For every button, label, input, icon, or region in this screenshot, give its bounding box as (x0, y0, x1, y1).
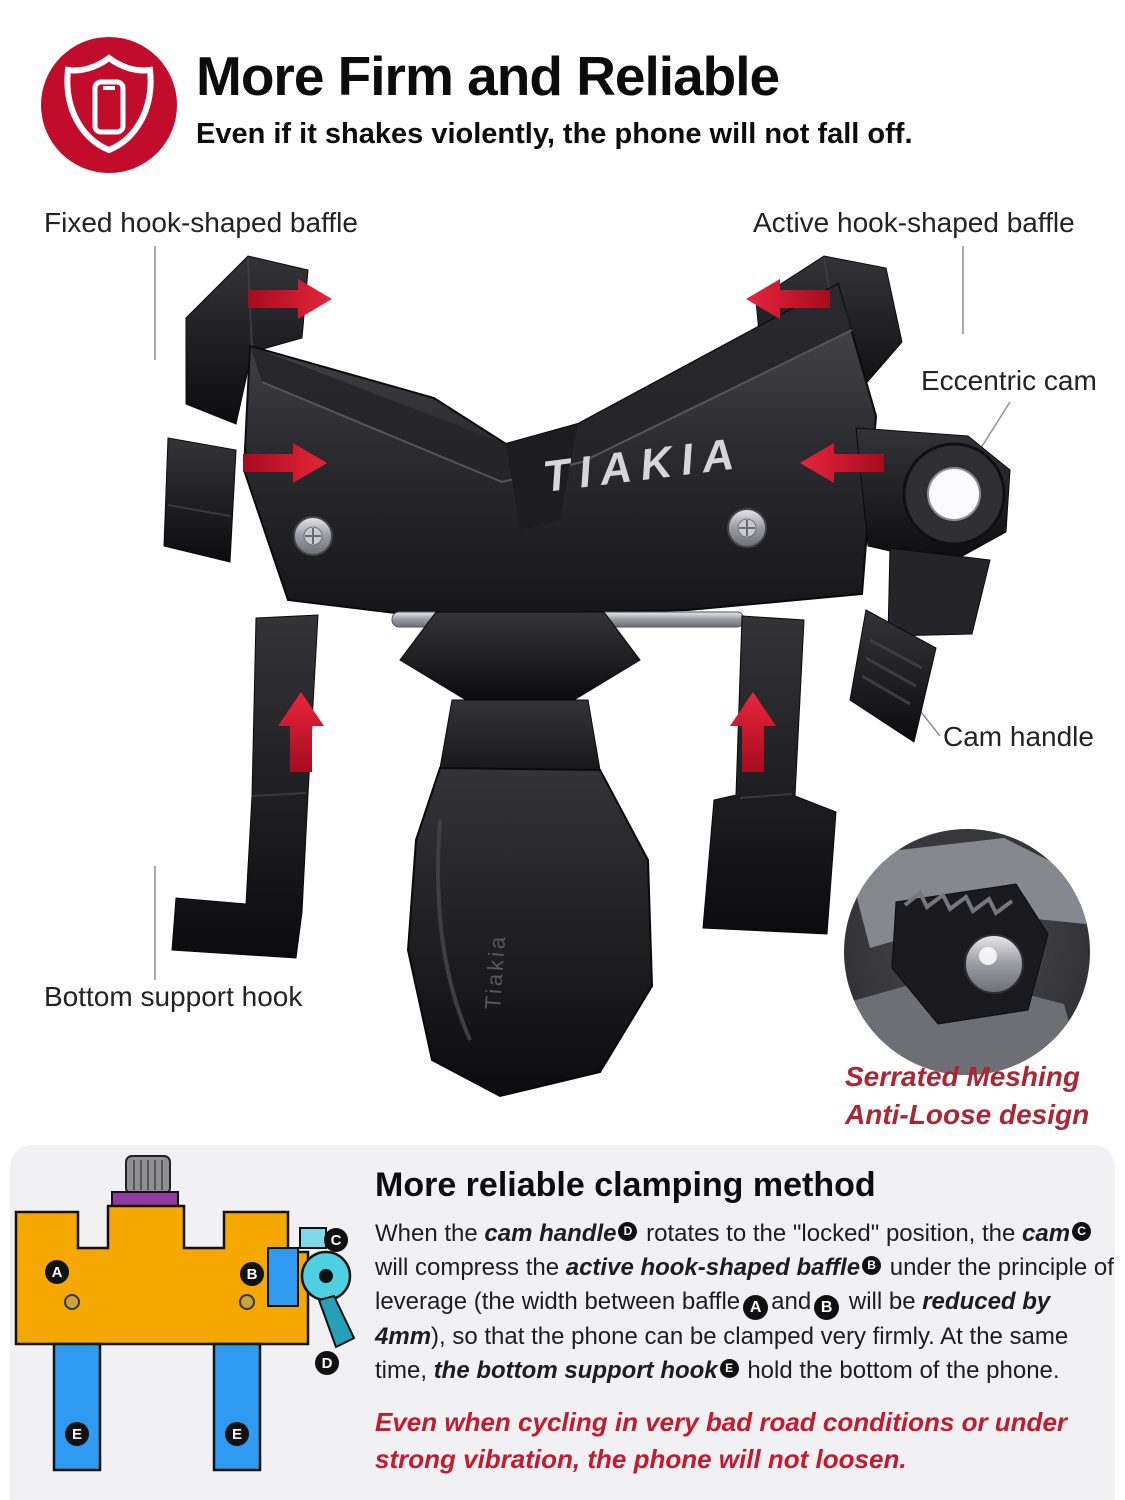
paragraph-text: will compress the (375, 1254, 566, 1281)
diagram-yellow-body (14, 1204, 310, 1346)
paragraph-text: active hook-shaped baffle (565, 1254, 861, 1281)
diagram-letter-badges: A B C D E E (45, 1228, 348, 1446)
diagram-label-e: E (72, 1426, 82, 1443)
clamping-diagram: A B C D E E (14, 1155, 356, 1472)
paragraph-text: the bottom support hook (433, 1357, 718, 1384)
pressure-arrows (243, 279, 884, 772)
serrated-inset-photo (844, 829, 1090, 1075)
arrow-right-icon (248, 279, 332, 319)
main-plate: Tiakia (242, 282, 878, 618)
diagram-label-e: E (232, 1426, 242, 1443)
diagram-cam-top (299, 1227, 327, 1249)
bottom-hook-right (702, 615, 837, 935)
diagram-label-b: B (247, 1266, 258, 1283)
paragraph-text: cam (1022, 1220, 1071, 1247)
paragraph-text: and (771, 1288, 812, 1315)
callout-fixed-baffle: Fixed hook-shaped baffle (44, 207, 358, 238)
diagram-blue-insert (267, 1247, 299, 1307)
bar-clamp: Tiakia (399, 611, 654, 1098)
arrow-up-icon (278, 692, 324, 772)
clamping-section: More reliable clamping method When the c… (375, 1166, 1117, 1478)
inset-caption-line1: Serrated Meshing (845, 1061, 1080, 1092)
screw-icon (293, 516, 333, 556)
diagram-support-legs (52, 1342, 262, 1472)
letter-badge: B (862, 1256, 882, 1275)
cam-handle-part (849, 609, 937, 743)
letter-badge: C (1072, 1222, 1092, 1241)
bottom-hook-left (171, 614, 319, 959)
letter-badge: A (743, 1295, 769, 1320)
paragraph-text: rotates to the "locked" position, the (639, 1220, 1023, 1247)
inset-caption: Serrated Meshing Anti-Loose design (845, 1058, 1089, 1134)
page-title: More Firm and Reliable (196, 45, 780, 107)
product-illustration: Tiakia Tiakia (154, 246, 1090, 1098)
inset-caption-line2: Anti-Loose design (845, 1099, 1090, 1130)
shield-phone-icon (41, 37, 177, 173)
callout-eccentric-cam: Eccentric cam (921, 365, 1097, 396)
phone-icon (92, 79, 126, 135)
header: More Firm and Reliable Even if it shakes… (196, 44, 913, 151)
brand-logo-vertical: Tiakia (480, 933, 510, 1010)
letter-badge: E (719, 1359, 739, 1378)
arrow-right-icon (243, 443, 327, 483)
paragraph-text: reduced by 4mm (375, 1288, 1051, 1350)
page-subtitle: Even if it shakes violently, the phone w… (196, 118, 913, 150)
warning-text: Even when cycling in very bad road condi… (375, 1407, 1068, 1474)
paragraph-text: When the (375, 1220, 485, 1247)
paragraph-text: under the principle of leverage (the wid… (375, 1254, 1114, 1315)
screw-icon (727, 508, 767, 548)
callout-bottom-hook: Bottom support hook (44, 981, 303, 1012)
diagram-label-a: A (52, 1264, 63, 1281)
letter-badge: D (618, 1222, 638, 1241)
diagram-label-c: C (331, 1232, 342, 1249)
arrow-up-icon (730, 692, 776, 772)
diagram-cam (300, 1250, 356, 1349)
letter-badge: B (814, 1295, 840, 1320)
paragraph-text: will be (842, 1288, 923, 1315)
serration-teeth (903, 889, 1014, 917)
paragraph-text: cam handle (484, 1220, 617, 1247)
arrow-left-icon (746, 279, 830, 319)
clamping-heading: More reliable clamping method (375, 1166, 876, 1204)
shield-outline-icon (64, 54, 154, 154)
arrow-left-icon (800, 443, 884, 483)
callout-cam-handle: Cam handle (943, 721, 1094, 752)
paragraph-text: hold the bottom of the phone. (740, 1357, 1060, 1384)
diagram-knob (125, 1155, 171, 1195)
paragraph-text: ), so that the phone can be clamped very… (375, 1323, 1069, 1384)
callout-active-baffle: Active hook-shaped baffle (753, 207, 1075, 238)
cam-assembly (849, 427, 1011, 743)
diagram-label-d: D (322, 1355, 333, 1372)
